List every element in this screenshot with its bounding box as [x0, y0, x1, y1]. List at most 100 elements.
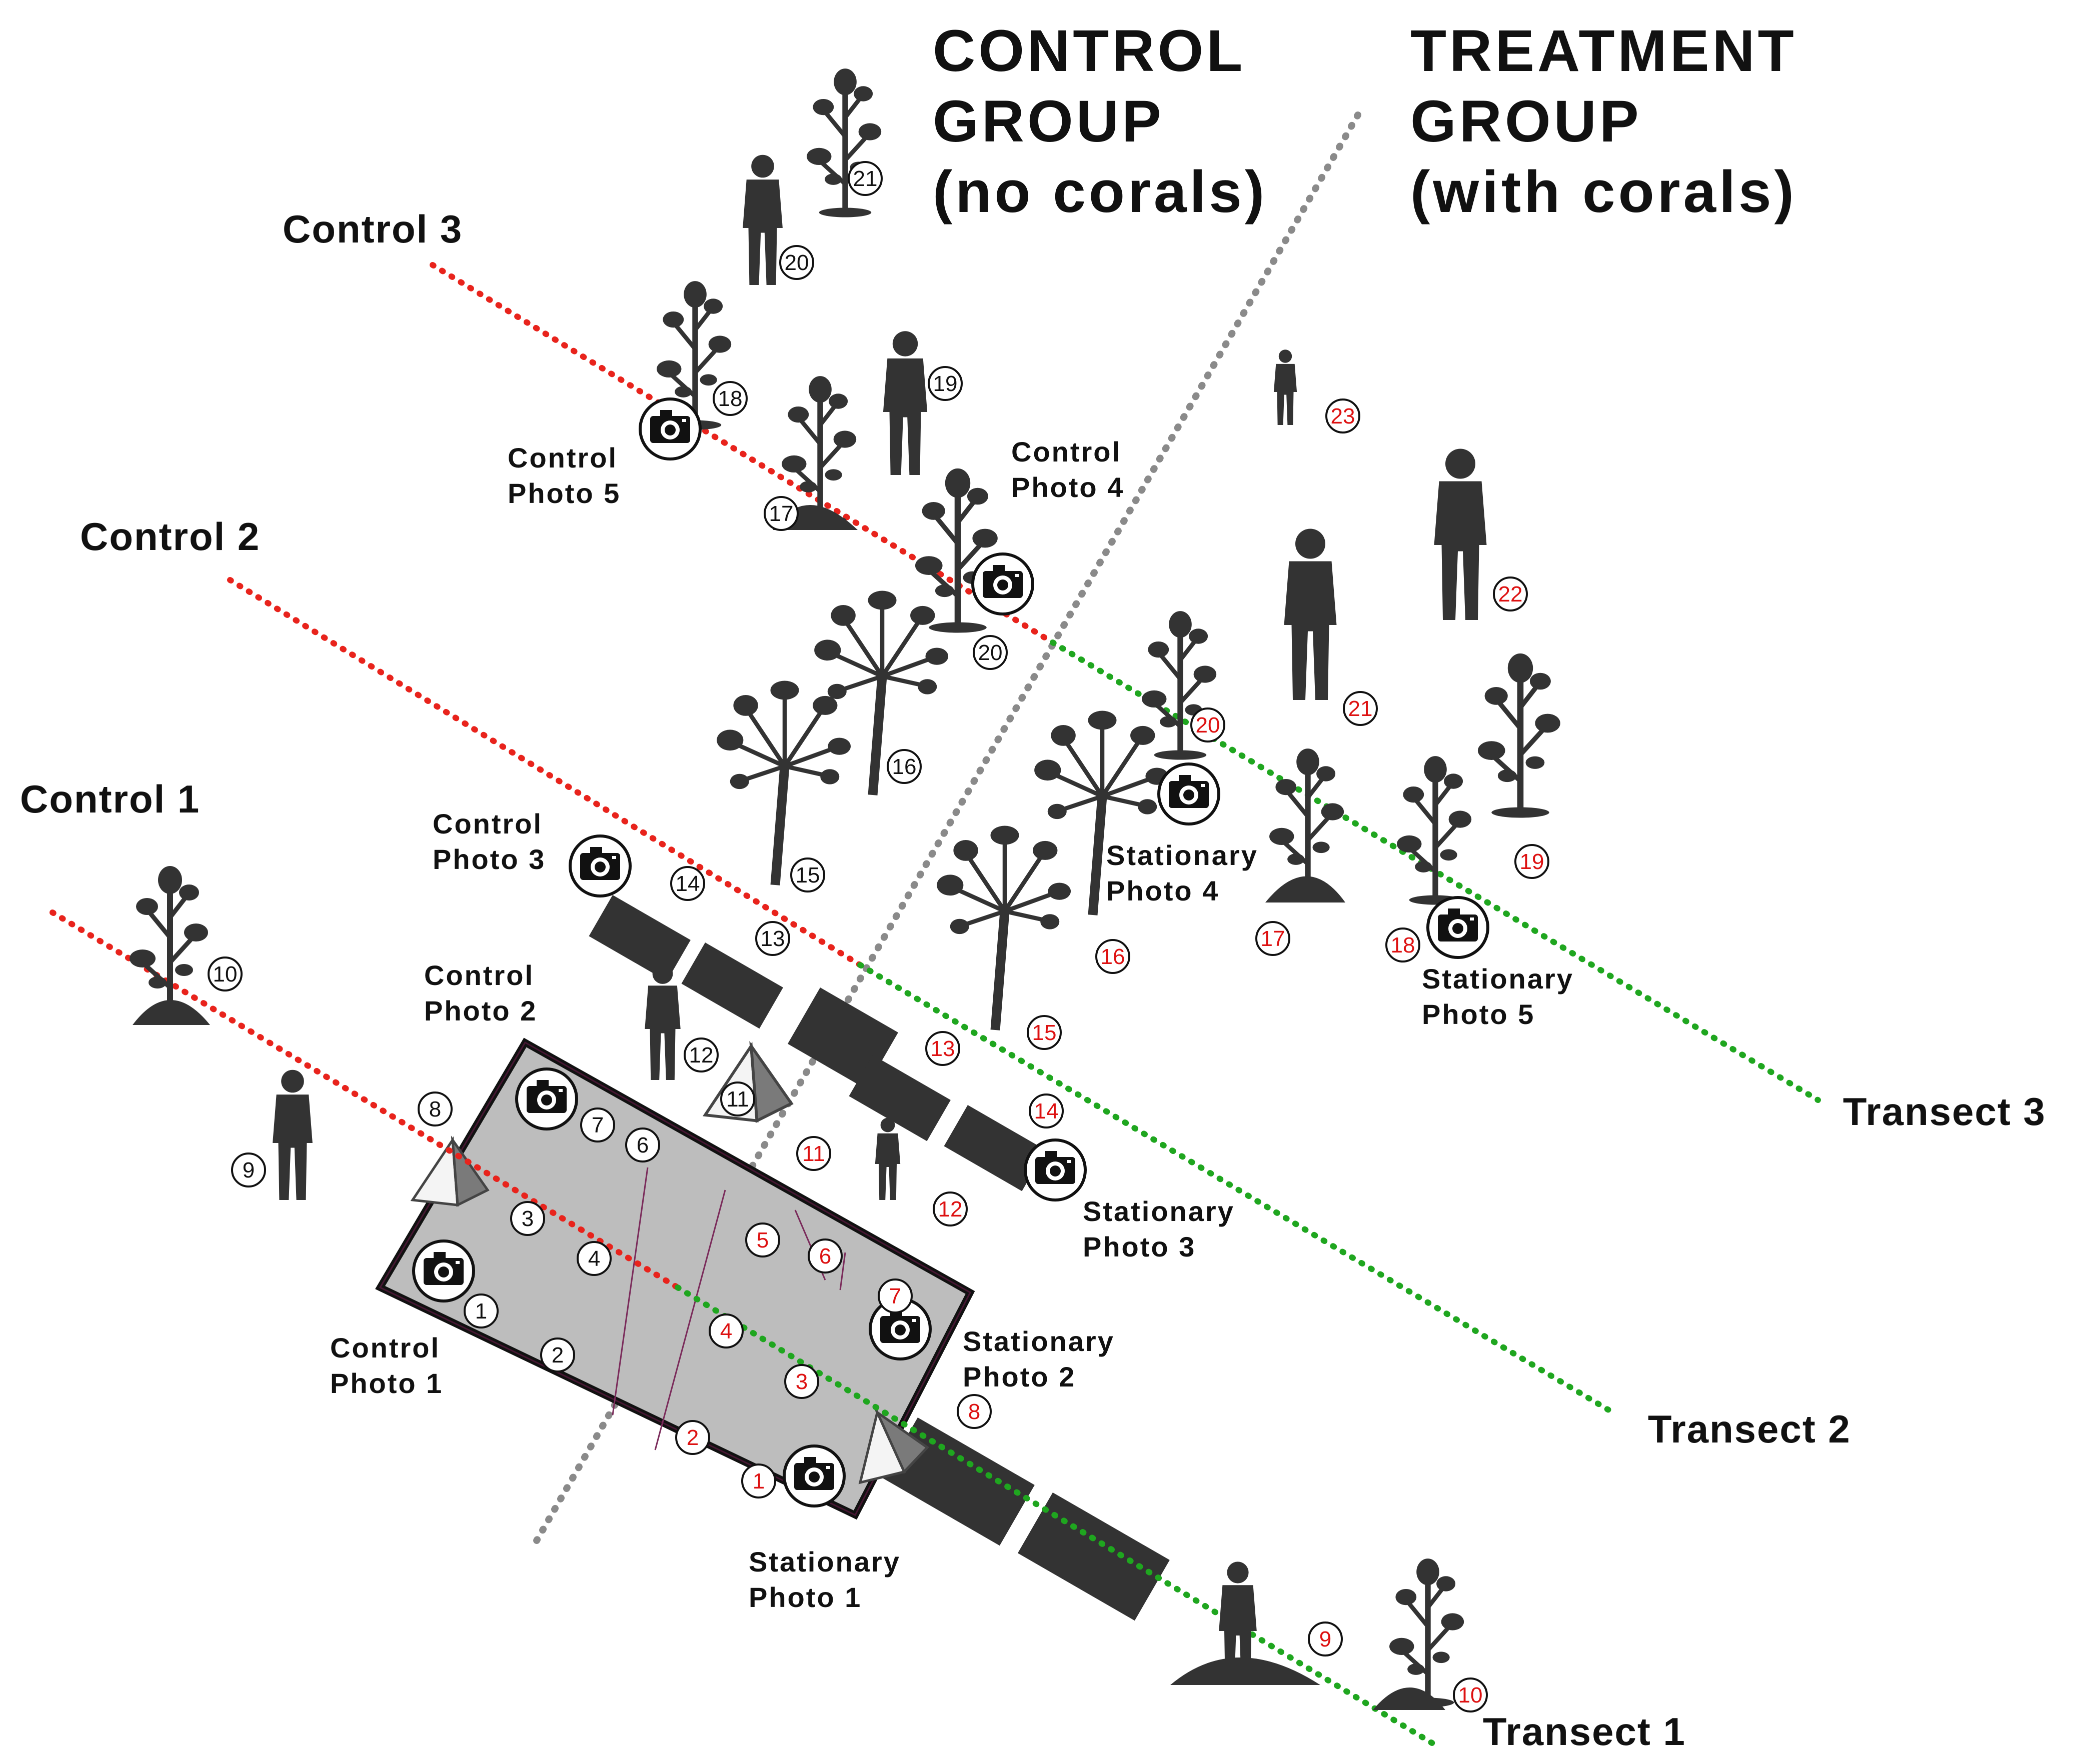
- svg-text:2: 2: [687, 1426, 699, 1450]
- svg-text:20: 20: [1196, 713, 1220, 738]
- svg-text:Control: Control: [508, 442, 618, 474]
- svg-text:15: 15: [1032, 1020, 1057, 1045]
- svg-text:Photo 4: Photo 4: [1106, 875, 1219, 906]
- marker-control-10: 10: [208, 956, 243, 992]
- svg-text:4: 4: [588, 1246, 600, 1271]
- svg-text:17: 17: [1261, 926, 1285, 951]
- control-markers: 1 2 3 4 6 7 8 9 10 11 12 13 14 15 16 17 …: [208, 161, 1008, 1372]
- marker-treatment-19: 19: [1514, 844, 1549, 879]
- svg-text:12: 12: [689, 1043, 714, 1068]
- person-icon: [1434, 448, 1487, 620]
- marker-control-7: 7: [580, 1108, 615, 1142]
- marker-treatment-1: 1: [741, 1464, 776, 1498]
- marker-treatment-12: 12: [933, 1192, 968, 1226]
- photo-label-stationary-2: Stationary Photo 2: [963, 1326, 1113, 1392]
- marker-treatment-15: 15: [1027, 1015, 1062, 1050]
- umbrella-coral-icon: [937, 826, 1071, 1030]
- marker-control-14: 14: [670, 866, 705, 901]
- control-group-note: (no corals): [933, 159, 1267, 225]
- svg-text:Photo 5: Photo 5: [1422, 998, 1535, 1030]
- marker-treatment-22: 22: [1493, 576, 1528, 612]
- svg-text:Photo 1: Photo 1: [749, 1582, 862, 1613]
- svg-text:6: 6: [637, 1133, 649, 1158]
- camera-icon: [1159, 764, 1219, 824]
- marker-control-2: 2: [540, 1338, 575, 1372]
- rock-mound: [1373, 1688, 1445, 1710]
- marker-treatment-10: 10: [1453, 1678, 1488, 1712]
- transect-1-line: [675, 1284, 1438, 1748]
- control-2-label: Control 2: [80, 514, 260, 558]
- vehicle-piece-icon: [849, 1055, 951, 1142]
- vehicle-piece-icon: [944, 1105, 1046, 1192]
- svg-text:2: 2: [552, 1343, 564, 1368]
- photo-label-stationary-4: Stationary Photo 4: [1106, 840, 1257, 906]
- marker-control-20-lower: 20: [973, 635, 1008, 670]
- photo-label-stationary-1: Stationary Photo 1: [749, 1546, 901, 1613]
- marker-treatment-23: 23: [1325, 398, 1360, 434]
- vehicle-piece-icon: [681, 942, 783, 1029]
- transect-2-label: Transect 2: [1648, 1407, 1851, 1451]
- marker-control-13: 13: [755, 921, 790, 956]
- svg-text:Photo 2: Photo 2: [963, 1361, 1076, 1392]
- svg-text:9: 9: [243, 1158, 255, 1182]
- svg-text:11: 11: [802, 1142, 825, 1166]
- marker-treatment-8: 8: [957, 1394, 992, 1429]
- plant-icon: [1478, 654, 1560, 818]
- camera-icon: [414, 1241, 474, 1301]
- marker-treatment-20: 20: [1190, 708, 1225, 742]
- ship-hull: [375, 1038, 975, 1520]
- treatment-markers: 1 2 3 4 5 6 7 8 9 10 11 12 13 14 15 16 1…: [675, 398, 1549, 1712]
- svg-text:19: 19: [933, 372, 958, 396]
- marker-control-8: 8: [418, 1092, 453, 1126]
- marker-control-16: 16: [887, 749, 922, 784]
- marker-treatment-21: 21: [1343, 691, 1378, 726]
- control-3-line: [430, 262, 1056, 646]
- camera-icon: [784, 1446, 844, 1506]
- svg-text:Stationary: Stationary: [1083, 1196, 1235, 1227]
- svg-text:1: 1: [475, 1299, 487, 1324]
- marker-treatment-5: 5: [745, 1222, 780, 1258]
- svg-text:8: 8: [968, 1400, 980, 1424]
- svg-text:21: 21: [853, 166, 878, 191]
- marker-treatment-14: 14: [1029, 1094, 1064, 1128]
- plant-icon: [1397, 756, 1471, 904]
- marker-control-1: 1: [464, 1294, 499, 1328]
- person-icon: [273, 1070, 313, 1200]
- svg-text:Photo 2: Photo 2: [424, 995, 537, 1026]
- photo-label-control-4: Control Photo 4: [1011, 436, 1123, 503]
- camera-icon: [517, 1069, 577, 1129]
- transect-3-label: Transect 3: [1843, 1090, 2046, 1134]
- control-group-title: CONTROL: [933, 18, 1245, 84]
- camera-icon: [1025, 1140, 1085, 1200]
- marker-control-17: 17: [764, 496, 799, 531]
- umbrella-coral-icon: [814, 591, 948, 796]
- person-icon: [743, 154, 783, 285]
- svg-text:21: 21: [1348, 696, 1373, 721]
- transect-2-line: [857, 962, 1616, 1416]
- transect-1-label: Transect 1: [1483, 1710, 1686, 1754]
- svg-text:10: 10: [213, 962, 238, 986]
- svg-text:5: 5: [757, 1228, 769, 1252]
- svg-text:7: 7: [889, 1284, 901, 1308]
- marker-treatment-6: 6: [808, 1238, 843, 1274]
- control-group-heading: CONTROL GROUP (no corals): [933, 18, 1267, 225]
- svg-text:Photo 1: Photo 1: [330, 1368, 443, 1399]
- marker-treatment-4: 4: [709, 1314, 744, 1348]
- svg-text:16: 16: [1101, 944, 1125, 969]
- photo-label-control-3: Control Photo 3: [433, 808, 544, 875]
- svg-text:3: 3: [796, 1370, 808, 1394]
- marker-control-12: 12: [684, 1038, 719, 1072]
- svg-text:Stationary: Stationary: [1422, 963, 1574, 994]
- svg-text:3: 3: [522, 1206, 534, 1231]
- control-3-label: Control 3: [283, 207, 463, 251]
- marker-control-20-upper: 20: [779, 245, 814, 280]
- marker-treatment-16: 16: [1095, 939, 1130, 974]
- photo-label-control-1: Control Photo 1: [330, 1332, 443, 1399]
- svg-text:17: 17: [769, 502, 794, 526]
- svg-text:23: 23: [1331, 404, 1355, 428]
- marker-control-6: 6: [625, 1128, 660, 1162]
- svg-text:Stationary: Stationary: [749, 1546, 901, 1578]
- treatment-group-heading: TREATMENT GROUP (with corals): [1410, 18, 1794, 225]
- svg-text:7: 7: [592, 1113, 604, 1138]
- person-icon: [645, 964, 681, 1080]
